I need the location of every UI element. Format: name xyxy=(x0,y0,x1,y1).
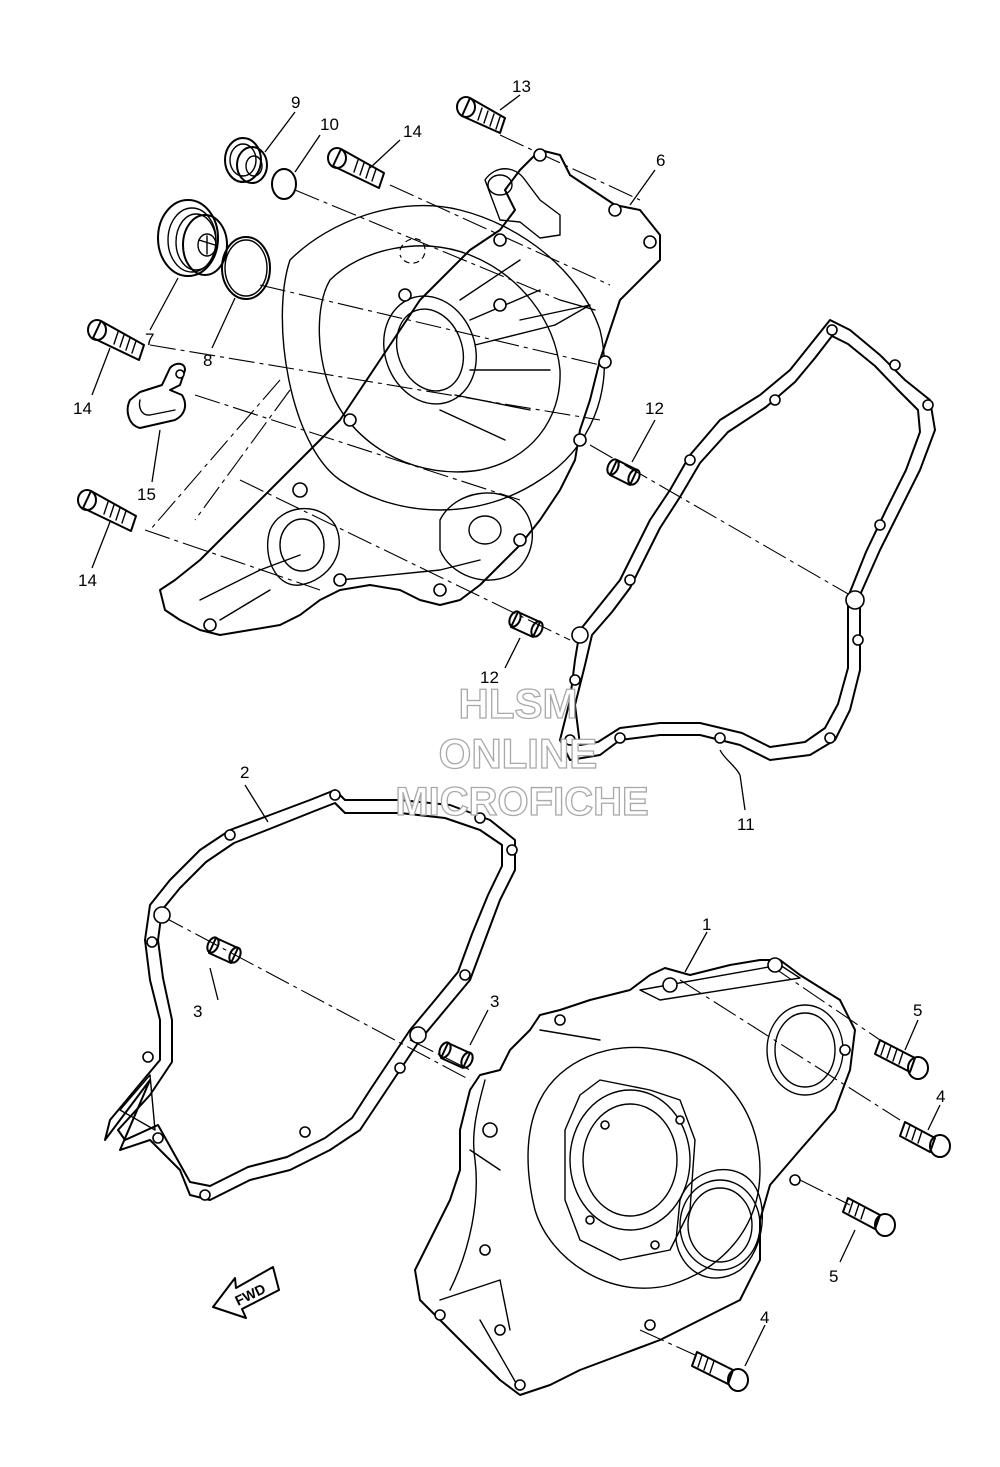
part-10-o-ring xyxy=(271,168,297,200)
part-8-o-ring xyxy=(221,236,271,300)
watermark-line-3: MICROFICHE xyxy=(395,780,648,824)
part-3-dowel-left xyxy=(206,936,242,964)
callout-9: 9 xyxy=(291,93,300,112)
callout-10: 10 xyxy=(320,115,339,134)
part-14-bolt-upper xyxy=(327,147,385,189)
callout-6: 6 xyxy=(656,151,665,170)
callout-8: 8 xyxy=(203,351,212,370)
watermark: HLSM ONLINE MICROFICHE xyxy=(395,679,650,824)
callout-7: 7 xyxy=(145,330,154,349)
leader-lines xyxy=(91,94,941,1367)
watermark-line-1: HLSM xyxy=(459,680,578,727)
callout-3-right: 3 xyxy=(490,992,499,1011)
watermark-line-2: ONLINE xyxy=(439,730,598,777)
callout-14-middle: 14 xyxy=(73,399,92,418)
callout-2: 2 xyxy=(240,763,249,782)
callout-1: 1 xyxy=(702,915,711,934)
callout-12-lower: 12 xyxy=(480,668,499,687)
callout-4-lower: 4 xyxy=(760,1308,769,1327)
part-7-plug xyxy=(157,199,228,277)
part-13-bolt xyxy=(456,96,506,134)
callout-4-upper: 4 xyxy=(936,1087,945,1106)
part-14-bolt-lower xyxy=(77,489,137,532)
callout-5-lower: 5 xyxy=(829,1267,838,1286)
part-2-gasket xyxy=(104,789,518,1201)
part-6-crankcase-cover xyxy=(159,148,661,636)
part-4-bolt-upper xyxy=(899,1121,951,1158)
callout-3-left: 3 xyxy=(193,1002,202,1021)
part-3-dowel-right xyxy=(438,1041,474,1069)
part-9-plug xyxy=(224,137,268,184)
callout-11: 11 xyxy=(737,815,755,834)
part-12-dowel-upper xyxy=(606,458,641,486)
callout-12-upper: 12 xyxy=(645,399,664,418)
part-12-dowel-lower xyxy=(508,610,544,638)
part-4-bolt-lower xyxy=(691,1351,749,1392)
part-11-gasket xyxy=(559,319,936,761)
part-15-clamp xyxy=(126,362,187,429)
part-5-bolt-lower xyxy=(842,1197,896,1237)
callout-14-upper: 14 xyxy=(403,122,422,141)
part-1-clutch-cover xyxy=(414,957,856,1396)
callout-14-lower: 14 xyxy=(78,571,97,590)
part-14-bolt-middle xyxy=(87,319,145,361)
callout-5-upper: 5 xyxy=(913,1001,922,1020)
part-5-bolt-upper xyxy=(874,1039,929,1080)
callout-13: 13 xyxy=(512,77,531,96)
callout-15: 15 xyxy=(137,485,156,504)
fwd-arrow-icon: FWD xyxy=(212,1266,280,1319)
callout-labels: 13 9 10 14 6 7 8 14 15 12 14 12 11 2 1 3… xyxy=(73,77,945,1327)
